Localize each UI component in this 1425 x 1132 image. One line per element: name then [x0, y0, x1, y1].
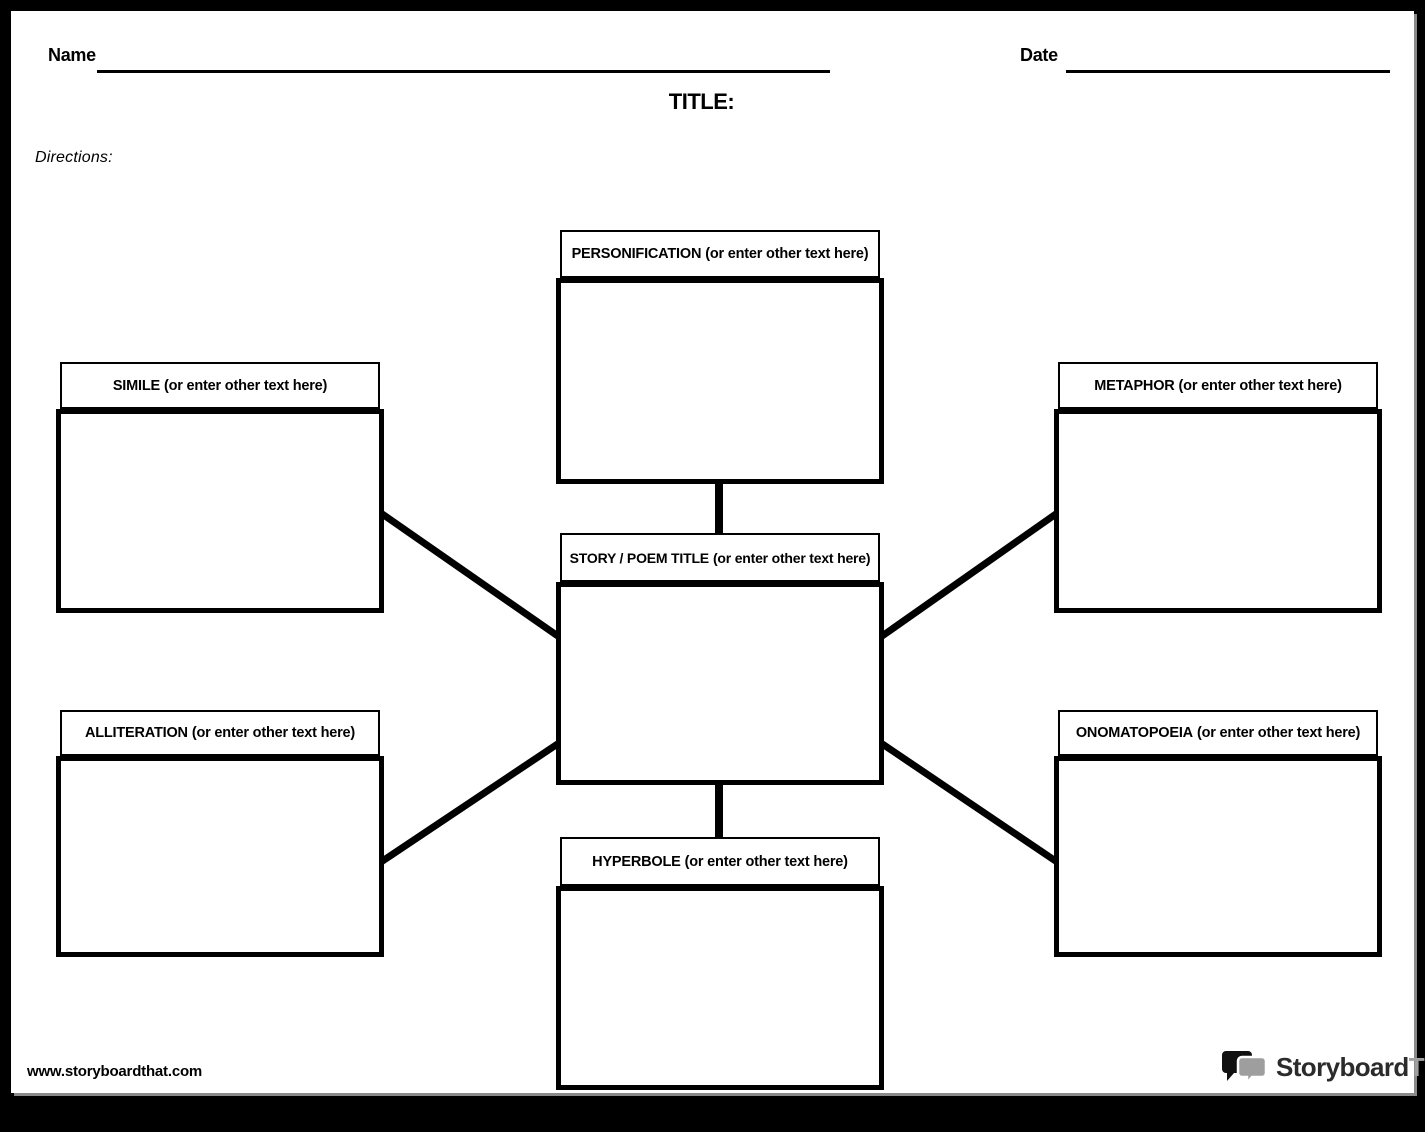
node-alliteration: ALLITERATION (or enter other text here) — [56, 710, 384, 957]
node-hyperbole-header[interactable]: HYPERBOLE (or enter other text here) — [560, 837, 880, 886]
node-alliteration-header[interactable]: ALLITERATION (or enter other text here) — [60, 710, 380, 756]
page-title: TITLE: — [668, 89, 735, 114]
node-onomatopoeia: ONOMATOPOEIA (or enter other text here) — [1054, 710, 1382, 957]
node-personification: PERSONIFICATION (or enter other text her… — [556, 230, 884, 484]
node-hyperbole-body[interactable] — [556, 886, 884, 1090]
storyboardthat-logo: StoryboardThat — [1222, 1046, 1425, 1088]
node-center-body[interactable] — [556, 582, 884, 785]
node-onomatopoeia-term: ONOMATOPOEIA — [1075, 725, 1193, 741]
logo-text-that: That — [1408, 1051, 1425, 1082]
node-personification-term: PERSONIFICATION — [571, 246, 702, 262]
node-metaphor-term: METAPHOR — [1094, 377, 1175, 394]
node-metaphor-body[interactable] — [1054, 409, 1382, 613]
node-hyperbole: HYPERBOLE (or enter other text here) — [556, 837, 884, 1090]
node-alliteration-term: ALLITERATION — [84, 725, 188, 741]
node-simile-term: SIMILE — [112, 377, 160, 394]
node-simile: SIMILE (or enter other text here) — [56, 362, 384, 613]
date-label: Date — [1020, 45, 1058, 65]
date-input-line[interactable] — [1066, 70, 1390, 73]
node-personification-note: (or enter other text here) — [705, 246, 869, 262]
name-label: Name — [48, 45, 96, 65]
speech-bubbles-icon — [1222, 1051, 1268, 1087]
footer-url: www.storyboardthat.com — [27, 1063, 203, 1080]
node-center-term: STORY / POEM TITLE — [569, 549, 709, 566]
node-onomatopoeia-note: (or enter other text here) — [1196, 725, 1361, 741]
node-alliteration-note: (or enter other text here) — [191, 725, 356, 741]
node-center-note: (or enter other text here) — [712, 549, 871, 566]
storyboardthat-logo-text: StoryboardThat — [1276, 1052, 1425, 1083]
node-simile-header[interactable]: SIMILE (or enter other text here) — [60, 362, 380, 409]
name-input-line[interactable] — [97, 70, 830, 73]
node-metaphor: METAPHOR (or enter other text here) — [1054, 362, 1382, 613]
node-simile-body[interactable] — [56, 409, 384, 613]
node-hyperbole-term: HYPERBOLE — [592, 853, 681, 870]
node-personification-header[interactable]: PERSONIFICATION (or enter other text her… — [560, 230, 880, 278]
node-metaphor-header[interactable]: METAPHOR (or enter other text here) — [1058, 362, 1378, 409]
node-onomatopoeia-header[interactable]: ONOMATOPOEIA (or enter other text here) — [1058, 710, 1378, 756]
logo-text-storyboard: Storyboard — [1276, 1051, 1409, 1082]
node-onomatopoeia-body[interactable] — [1054, 756, 1382, 957]
node-hyperbole-note: (or enter other text here) — [684, 853, 848, 870]
node-alliteration-body[interactable] — [56, 756, 384, 957]
directions-label: Directions: — [35, 149, 113, 166]
node-center-header[interactable]: STORY / POEM TITLE (or enter other text … — [560, 533, 880, 582]
node-center-story-poem-title: STORY / POEM TITLE (or enter other text … — [556, 533, 884, 785]
node-simile-note: (or enter other text here) — [163, 377, 328, 394]
node-metaphor-note: (or enter other text here) — [1178, 377, 1342, 394]
node-personification-body[interactable] — [556, 278, 884, 484]
